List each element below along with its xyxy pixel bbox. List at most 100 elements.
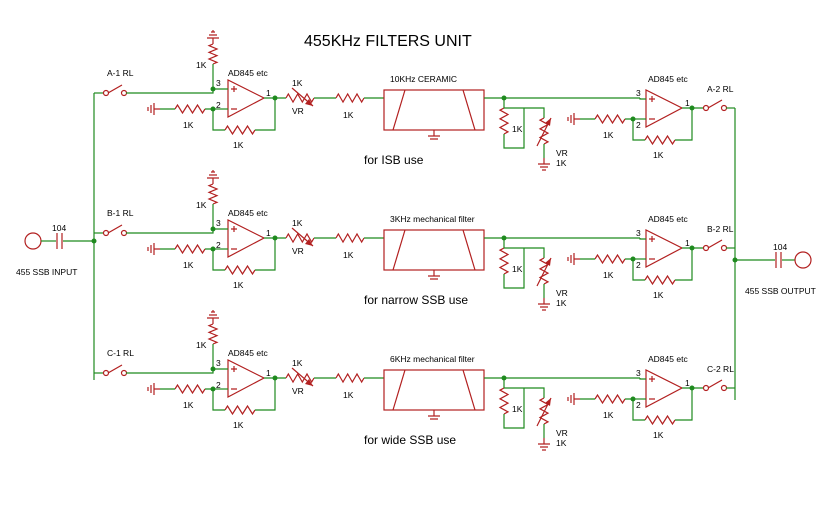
- pin-2-label: 2: [216, 240, 221, 250]
- input-relay-switch[interactable]: [107, 84, 123, 94]
- variable-resistor-label: VR: [292, 386, 304, 396]
- ground-icon: [147, 243, 160, 255]
- pin-1-label: 1: [266, 368, 271, 378]
- pin-2-label: 2: [216, 100, 221, 110]
- series-resistor: [335, 232, 365, 244]
- feedback-resistor: [224, 264, 256, 276]
- input-resistor-label: 1K: [183, 260, 194, 270]
- ground-icon: [147, 103, 160, 115]
- pin-3b-label: 3: [636, 228, 641, 238]
- output-relay-switch[interactable]: [707, 239, 723, 249]
- input-relay-label: A-1 RL: [107, 68, 134, 78]
- series-resistor: [335, 92, 365, 104]
- variable-resistor-2-value: 1K: [556, 438, 567, 448]
- termination-resistor-label: 1K: [512, 264, 523, 274]
- op-amp-2-label: AD845 etc: [648, 214, 688, 224]
- variable-resistor-value: 1K: [292, 78, 303, 88]
- feedback-resistor-2-label: 1K: [653, 430, 664, 440]
- output-cap-label: 104: [773, 242, 787, 252]
- input-terminal[interactable]: [24, 232, 42, 250]
- output-relay-switch[interactable]: [707, 99, 723, 109]
- feedback-resistor-label: 1K: [233, 140, 244, 150]
- termination-resistor-label: 1K: [512, 404, 523, 414]
- input-cap-label: 104: [52, 223, 66, 233]
- output-label: 455 SSB OUTPUT: [745, 286, 816, 296]
- input-section: 104 455 SSB INPUT: [16, 93, 97, 380]
- input-resistor-2-label: 1K: [603, 130, 614, 140]
- bias-resistor-label: 1K: [196, 60, 207, 70]
- output-relay-switch[interactable]: [707, 379, 723, 389]
- pin-2b-label: 2: [636, 120, 641, 130]
- variable-resistor[interactable]: [285, 232, 315, 244]
- filter-label: 3KHz mechanical filter: [390, 214, 475, 224]
- op-amp-2-label: AD845 etc: [648, 354, 688, 364]
- variable-resistor-2-label: VR: [556, 288, 568, 298]
- use-label: for ISB use: [364, 153, 424, 167]
- pin-3-label: 3: [216, 358, 221, 368]
- input-resistor-label: 1K: [183, 400, 194, 410]
- variable-resistor-value: 1K: [292, 358, 303, 368]
- op-amp-1-label: AD845 etc: [228, 68, 268, 78]
- termination-resistor: [498, 387, 510, 415]
- filter-channel-b: B-1 RL AD845 etc 3 1K 2 1K 1K 1VR 1K 1K 3KHz mecha…: [94, 170, 735, 311]
- variable-resistor-value: 1K: [292, 218, 303, 228]
- output-section: 104 455 SSB OUTPUT: [732, 108, 816, 400]
- bias-resistor: [207, 43, 219, 65]
- filter-label: 10KHz CERAMIC: [390, 74, 457, 84]
- ground-icon: [207, 31, 219, 44]
- pin-1b-label: 1: [685, 378, 690, 388]
- pin-1-label: 1: [266, 228, 271, 238]
- feedback-resistor-2-label: 1K: [653, 150, 664, 160]
- feedback-resistor-2: [644, 274, 676, 286]
- input-resistor-2-label: 1K: [603, 410, 614, 420]
- input-resistor: [174, 243, 206, 255]
- variable-resistor-label: VR: [292, 106, 304, 116]
- ground-icon: [567, 393, 580, 405]
- filter-label: 6KHz mechanical filter: [390, 354, 475, 364]
- input-resistor-label: 1K: [183, 120, 194, 130]
- pin-2b-label: 2: [636, 260, 641, 270]
- pin-1b-label: 1: [685, 98, 690, 108]
- ground-icon: [147, 383, 160, 395]
- feedback-resistor: [224, 404, 256, 416]
- ground-icon: [567, 253, 580, 265]
- input-resistor-2: [594, 113, 626, 125]
- op-amp-1-label: AD845 etc: [228, 208, 268, 218]
- op-amp-1: [227, 219, 266, 258]
- input-relay-label: B-1 RL: [107, 208, 134, 218]
- pin-1-label: 1: [266, 88, 271, 98]
- feedback-resistor: [224, 124, 256, 136]
- use-label: for wide SSB use: [364, 433, 456, 447]
- input-resistor-2-label: 1K: [603, 270, 614, 280]
- op-amp-1: [227, 359, 266, 398]
- op-amp-1: [227, 79, 266, 118]
- op-amp-2: [645, 229, 684, 268]
- input-resistor: [174, 383, 206, 395]
- output-relay-label: B-2 RL: [707, 224, 734, 234]
- variable-resistor[interactable]: [285, 92, 315, 104]
- bias-resistor: [207, 183, 219, 205]
- output-terminal[interactable]: [794, 251, 812, 269]
- ground-icon: [207, 311, 219, 324]
- use-label: for narrow SSB use: [364, 293, 468, 307]
- input-relay-switch[interactable]: [107, 224, 123, 234]
- series-resistor-label: 1K: [343, 250, 354, 260]
- bias-resistor-label: 1K: [196, 200, 207, 210]
- ground-icon: [538, 158, 550, 171]
- variable-resistor[interactable]: [285, 372, 315, 384]
- filter-channel-a: A-1 RL AD845 etc 3 1K 2 1K 1K 1VR 1K 1K 10KHz CERA…: [94, 30, 735, 171]
- pin-2b-label: 2: [636, 400, 641, 410]
- pin-1b-label: 1: [685, 238, 690, 248]
- op-amp-2: [645, 89, 684, 128]
- ground-icon: [538, 298, 550, 311]
- input-relay-switch[interactable]: [107, 364, 123, 374]
- pin-3-label: 3: [216, 78, 221, 88]
- variable-resistor-2-label: VR: [556, 428, 568, 438]
- input-resistor: [174, 103, 206, 115]
- input-resistor-2: [594, 253, 626, 265]
- feedback-resistor-2: [644, 134, 676, 146]
- bias-resistor: [207, 323, 219, 345]
- feedback-resistor-2: [644, 414, 676, 426]
